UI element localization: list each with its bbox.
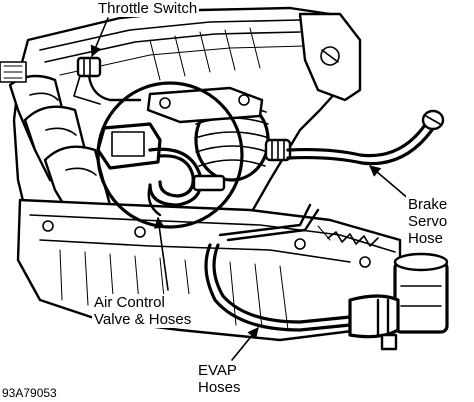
evap-line2: Hoses <box>198 379 241 396</box>
brake-servo-line3: Hose <box>408 230 444 247</box>
figure-id-text: 93A79053 <box>2 386 57 400</box>
air-control-line2: Valve & Hoses <box>94 311 192 328</box>
detail-circle <box>96 81 244 229</box>
throttle-switch-text: Throttle Switch <box>98 0 198 17</box>
figure-id: 93A79053 <box>0 386 59 400</box>
intake-manifold <box>0 61 112 220</box>
evap-line1: EVAP <box>198 362 237 379</box>
evap-hoses-leader <box>231 327 259 361</box>
air-control-valve-label: Air Control Valve & Hoses <box>92 294 194 328</box>
evap-canister <box>204 203 449 351</box>
air-control-leader <box>153 216 169 291</box>
evap-hoses-label: EVAP Hoses <box>196 362 243 396</box>
throttle-switch-leader <box>90 17 109 58</box>
brake-servo-leader <box>369 165 411 201</box>
throttle-switch <box>73 56 142 105</box>
leader-lines <box>90 17 411 361</box>
brake-servo-hose <box>286 109 445 166</box>
air-control-line1: Air Control <box>94 294 165 311</box>
brake-servo-line1: Brake <box>408 196 448 213</box>
brake-servo-hose-label: Brake Servo Hose <box>406 196 450 247</box>
throttle-switch-label: Throttle Switch <box>96 0 200 17</box>
brake-servo-line2: Servo <box>408 213 448 230</box>
